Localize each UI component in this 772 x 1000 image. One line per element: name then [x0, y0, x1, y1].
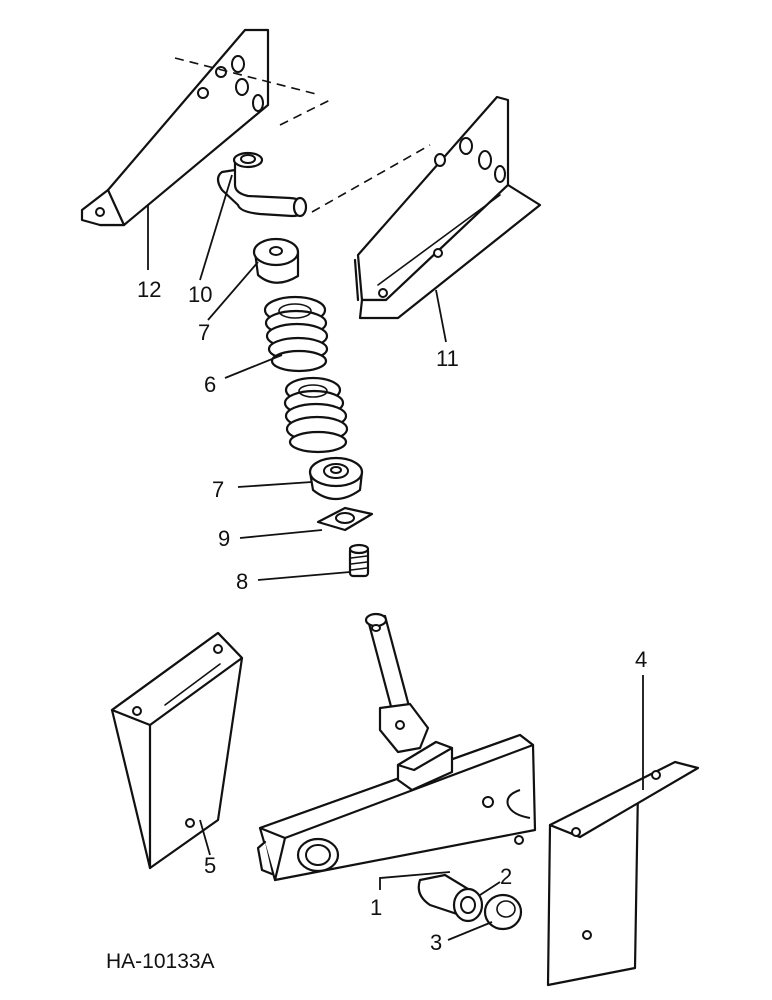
- part-11-bracket: [353, 95, 542, 320]
- leader-lines: [147, 174, 644, 941]
- part-7-upper-seat: [252, 237, 300, 284]
- callout-6: 6: [204, 372, 216, 397]
- callout-5: 5: [204, 853, 216, 878]
- callout-1: 1: [370, 895, 382, 920]
- figure-reference: HA-10133A: [106, 950, 215, 973]
- rod-and-clevis: [364, 612, 430, 754]
- part-8-stud: [348, 543, 370, 578]
- callout-10: 10: [188, 282, 212, 307]
- part-5-bracket: [110, 631, 244, 870]
- part-6-springs: [263, 295, 349, 454]
- main-arm: [256, 733, 537, 882]
- callout-9: 9: [218, 526, 230, 551]
- callout-7-upper: 7: [198, 320, 210, 345]
- callout-8: 8: [236, 569, 248, 594]
- alignment-line: [174, 57, 321, 96]
- part-10-pivot: [216, 151, 308, 218]
- part-12-bracket: [80, 28, 270, 227]
- callout-7-lower: 7: [212, 477, 224, 502]
- callout-11: 11: [436, 346, 459, 371]
- part-2-bushing: [417, 873, 484, 923]
- callout-4: 4: [635, 647, 647, 672]
- part-4-bracket: [546, 760, 700, 987]
- alignment-line: [279, 99, 331, 126]
- part-9-washer: [316, 506, 374, 532]
- alignment-line: [311, 144, 431, 213]
- callout-3: 3: [430, 930, 442, 955]
- callout-12: 12: [137, 277, 161, 302]
- part-3-cap: [483, 893, 523, 931]
- part-7-lower-seat: [308, 456, 364, 501]
- callout-2: 2: [500, 864, 512, 889]
